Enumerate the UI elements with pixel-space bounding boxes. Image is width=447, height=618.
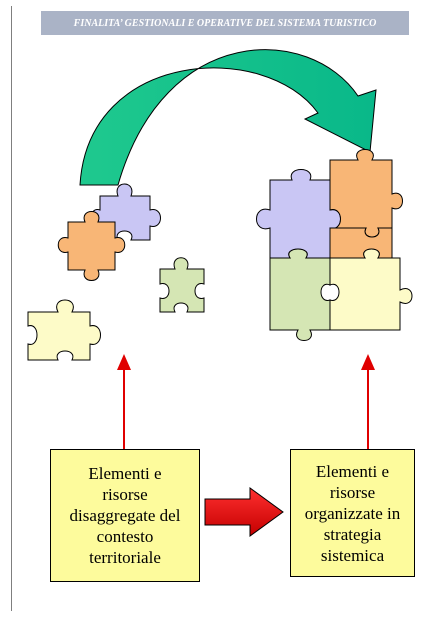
assembled-pieces bbox=[256, 149, 413, 341]
curved-arrow-icon bbox=[79, 49, 377, 186]
right-up-arrow-icon bbox=[361, 354, 375, 449]
header-banner: FINALITA’ GESTIONALI E OPERATIVE DEL SIS… bbox=[41, 11, 409, 35]
puzzle-piece-green-icon bbox=[159, 257, 205, 313]
header-title: FINALITA’ GESTIONALI E OPERATIVE DEL SIS… bbox=[73, 17, 377, 29]
organized-elements-box: Elementi e risorse organizzate in strate… bbox=[290, 449, 415, 577]
puzzle-piece-green-assembled-icon bbox=[269, 248, 331, 341]
puzzle-piece-yellow-icon bbox=[27, 299, 101, 361]
puzzle-piece-orange-lower-icon bbox=[329, 227, 393, 259]
puzzle-piece-orange-assembled-icon bbox=[329, 149, 403, 238]
organized-elements-text: Elementi e risorse organizzate in strate… bbox=[304, 461, 401, 565]
left-up-arrow-icon bbox=[117, 354, 131, 449]
transformation-arrow-icon bbox=[204, 487, 284, 537]
disaggregated-elements-box: Elementi e risorse disaggregate del cont… bbox=[50, 449, 200, 582]
puzzle-piece-orange-icon bbox=[57, 211, 126, 281]
scattered-pieces bbox=[27, 183, 205, 361]
puzzle-piece-purple-assembled-icon bbox=[256, 169, 341, 259]
slide-left-border bbox=[11, 6, 12, 611]
disaggregated-elements-text: Elementi e risorse disaggregate del cont… bbox=[69, 464, 181, 567]
puzzle-piece-yellow-assembled-icon bbox=[329, 248, 413, 331]
